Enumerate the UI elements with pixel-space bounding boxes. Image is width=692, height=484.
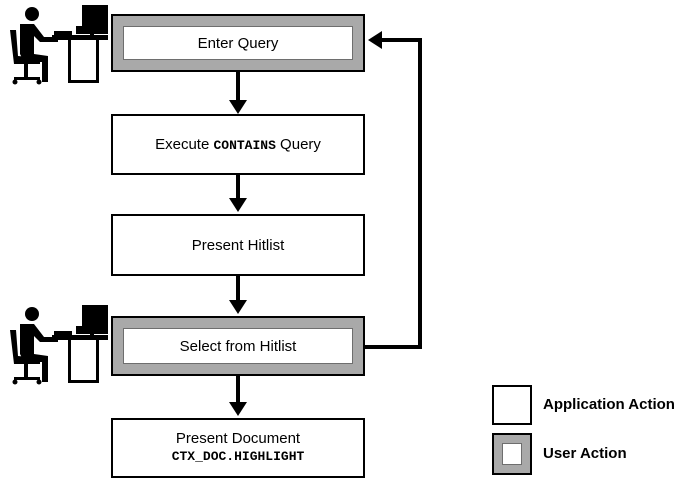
step-present-hitlist: Present Hitlist	[111, 214, 365, 276]
step-execute-query-label: Execute CONTAINS Query	[155, 136, 321, 153]
step-present-hitlist-label: Present Hitlist	[191, 236, 285, 254]
legend-user-swatch	[492, 433, 532, 475]
step-enter-query: Enter Query	[111, 14, 365, 72]
step-enter-query-label: Enter Query	[197, 34, 279, 52]
legend-user-swatch-inner	[502, 443, 522, 465]
execute-text-before: Execute	[155, 136, 214, 153]
feedback-loop-arrowhead	[368, 31, 382, 49]
arrowhead-hitlist-to-select	[229, 300, 247, 314]
execute-code: CONTAINS	[213, 138, 276, 153]
execute-text-after: Query	[275, 136, 321, 153]
step-execute-query: Execute CONTAINS Query	[111, 114, 365, 175]
step-select-hitlist-label: Select from Hitlist	[179, 337, 297, 355]
step-present-document-code: CTX_DOC.HIGHLIGHT	[171, 449, 305, 464]
legend-user-label: User Action	[543, 445, 627, 462]
arrowhead-execute-to-hitlist	[229, 198, 247, 212]
step-select-hitlist: Select from Hitlist	[111, 316, 365, 376]
arrowhead-enter-to-execute	[229, 100, 247, 114]
legend-application-label: Application Action	[543, 396, 675, 413]
step-select-hitlist-inner: Select from Hitlist	[123, 328, 353, 364]
feedback-loop-line	[364, 38, 422, 349]
step-present-document: Present Document CTX_DOC.HIGHLIGHT	[111, 418, 365, 478]
step-enter-query-inner: Enter Query	[123, 26, 353, 60]
legend-application-swatch	[492, 385, 532, 425]
arrowhead-select-to-document	[229, 402, 247, 416]
person-at-computer-icon	[10, 5, 108, 85]
step-present-document-label: Present Document	[175, 430, 301, 447]
person-at-computer-icon	[10, 305, 108, 385]
